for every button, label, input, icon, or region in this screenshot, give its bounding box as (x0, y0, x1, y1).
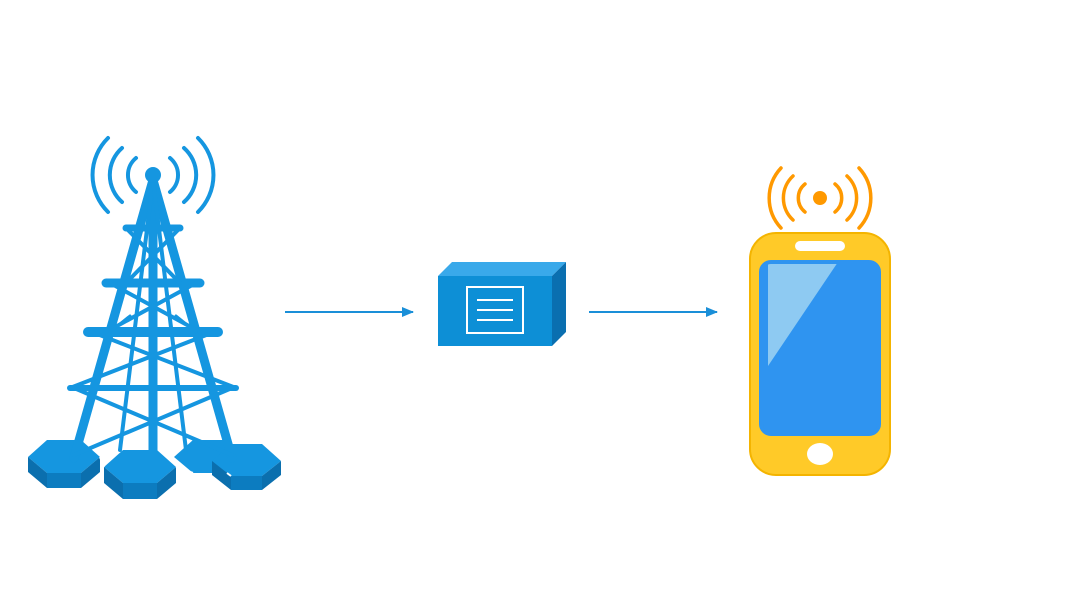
tower-frame-icon (67, 175, 239, 483)
phone-earpiece (795, 241, 845, 251)
antenna-tip-icon (145, 167, 161, 183)
smartphone-icon (749, 166, 891, 476)
phone-screen-glare (768, 262, 838, 366)
phone-signal-waves-icon (767, 166, 873, 230)
tower-signal-waves-icon (90, 136, 216, 214)
cell-tower-icon (28, 136, 281, 499)
phone-home-button (807, 443, 833, 465)
phone-signal-dot-icon (813, 191, 827, 205)
repeater-box-icon (438, 262, 566, 346)
